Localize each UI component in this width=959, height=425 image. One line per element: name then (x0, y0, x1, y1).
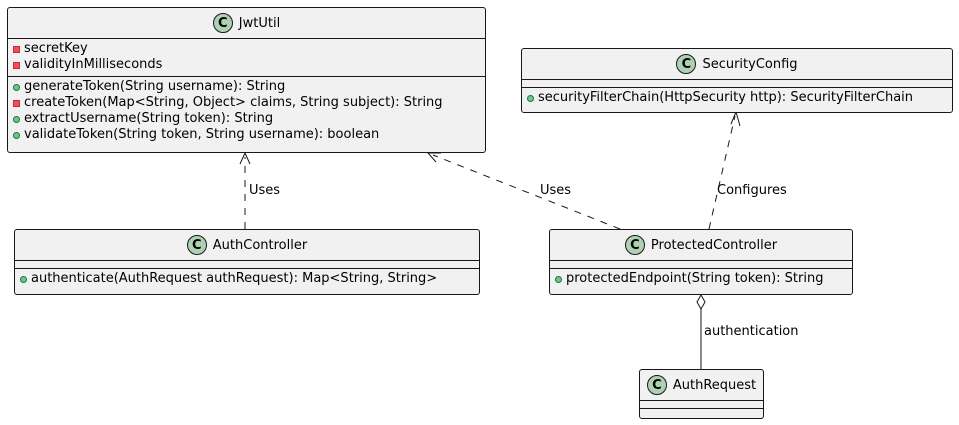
class-badge-icon: C (212, 13, 233, 33)
class-authrequest-fields (640, 401, 763, 409)
method-text: validateToken(String token, String usern… (24, 127, 380, 142)
class-protectedcontroller-header: C ProtectedController (550, 230, 852, 261)
private-visibility-icon (13, 61, 20, 69)
class-jwtutil-fields: secretKey validityInMilliseconds (8, 39, 485, 77)
class-badge-icon: C (646, 375, 667, 395)
edge-protected-configures-arrow (730, 110, 741, 127)
class-jwtutil-header: C JwtUtil (8, 8, 485, 39)
class-authcontroller-methods: authenticate(AuthRequest authRequest): M… (15, 269, 479, 290)
method-row: validateToken(String token, String usern… (8, 127, 485, 143)
method-text: generateToken(String username): String (24, 79, 286, 94)
class-protectedcontroller-fields (550, 261, 852, 269)
edge-protected-uses-jwt (432, 154, 621, 230)
edge-label-authentication: authentication (704, 324, 799, 339)
method-text: authenticate(AuthRequest authRequest): M… (31, 271, 438, 286)
public-visibility-icon (527, 94, 534, 102)
class-authrequest-methods (640, 409, 763, 417)
class-badge-icon: C (186, 235, 207, 255)
class-jwtutil-name: JwtUtil (238, 15, 281, 31)
edge-auth-uses-jwt-arrow (239, 151, 251, 165)
class-authcontroller-fields (15, 261, 479, 269)
class-jwtutil[interactable]: C JwtUtil secretKey validityInMillisecon… (7, 7, 486, 153)
method-text: extractUsername(String token): String (24, 111, 274, 126)
class-authcontroller-header: C AuthController (15, 230, 479, 261)
method-row: createToken(Map<String, Object> claims, … (8, 95, 485, 111)
public-visibility-icon (13, 115, 20, 123)
public-visibility-icon (555, 275, 562, 283)
public-visibility-icon (20, 275, 27, 283)
class-authrequest[interactable]: C AuthRequest (639, 369, 764, 419)
method-text: securityFilterChain(HttpSecurity http): … (538, 90, 914, 105)
class-securityconfig-header: C SecurityConfig (522, 49, 952, 80)
field-row: validityInMilliseconds (8, 57, 485, 73)
method-row: protectedEndpoint(String token): String (550, 271, 852, 287)
class-authrequest-name: AuthRequest (672, 377, 757, 393)
class-badge-icon: C (624, 235, 645, 255)
private-visibility-icon (13, 99, 20, 107)
class-protectedcontroller-name: ProtectedController (650, 237, 778, 253)
class-securityconfig-name: SecurityConfig (702, 56, 798, 72)
private-visibility-icon (13, 45, 20, 53)
edge-label-auth-uses: Uses (249, 183, 281, 198)
field-row: secretKey (8, 41, 485, 57)
method-text: createToken(Map<String, Object> claims, … (24, 95, 443, 110)
class-authcontroller[interactable]: C AuthController authenticate(AuthReques… (14, 229, 480, 295)
edge-protected-configures (708, 115, 736, 230)
method-row: extractUsername(String token): String (8, 111, 485, 127)
class-protectedcontroller[interactable]: C ProtectedController protectedEndpoint(… (549, 229, 853, 295)
field-text: validityInMilliseconds (24, 57, 163, 72)
method-row: authenticate(AuthRequest authRequest): M… (15, 271, 479, 287)
method-row: securityFilterChain(HttpSecurity http): … (522, 90, 952, 106)
class-securityconfig-fields (522, 80, 952, 88)
edge-label-protected-uses: Uses (540, 183, 572, 198)
method-row: generateToken(String username): String (8, 79, 485, 95)
class-protectedcontroller-methods: protectedEndpoint(String token): String (550, 269, 852, 290)
field-text: secretKey (24, 41, 88, 56)
edge-authentication-diamond (696, 293, 706, 311)
class-jwtutil-methods: generateToken(String username): String c… (8, 77, 485, 146)
class-badge-icon: C (676, 54, 697, 74)
class-authrequest-header: C AuthRequest (640, 370, 763, 401)
edge-label-configures: Configures (717, 183, 787, 198)
class-securityconfig-methods: securityFilterChain(HttpSecurity http): … (522, 88, 952, 109)
edge-protected-uses-jwt-arrow (426, 152, 441, 163)
class-securityconfig[interactable]: C SecurityConfig securityFilterChain(Htt… (521, 48, 953, 113)
class-authcontroller-name: AuthController (212, 237, 308, 253)
public-visibility-icon (13, 83, 20, 91)
method-text: protectedEndpoint(String token): String (566, 271, 824, 286)
public-visibility-icon (13, 131, 20, 139)
